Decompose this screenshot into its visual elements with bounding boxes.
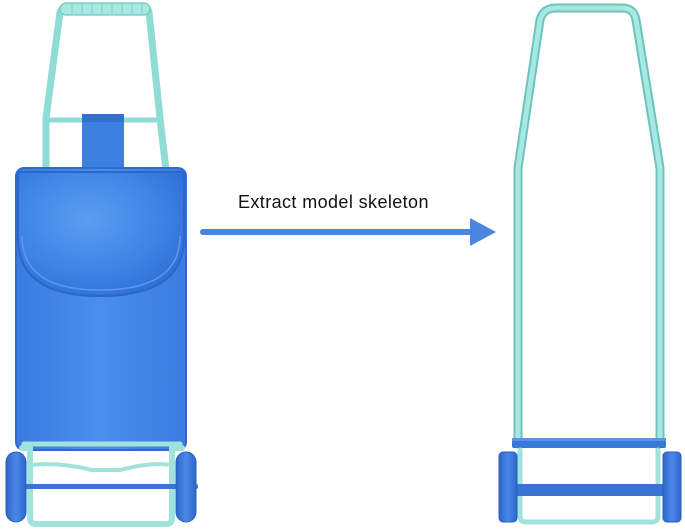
extract-arrow xyxy=(200,218,496,246)
axle xyxy=(10,484,198,489)
skeleton-left-wheel xyxy=(498,451,518,523)
arrow-label: Extract model skeleton xyxy=(238,192,429,212)
bag-strap xyxy=(82,114,124,176)
right-wheel xyxy=(175,451,197,523)
trolley-base-frame xyxy=(19,441,185,527)
handle-grip xyxy=(59,2,151,16)
left-wheel xyxy=(5,451,27,523)
skeleton-axle xyxy=(500,484,680,496)
arrow-head xyxy=(470,218,496,246)
trolley-frame-skeleton xyxy=(498,3,682,525)
trolley-with-bag xyxy=(5,2,198,527)
bag-pocket xyxy=(17,171,185,298)
skeleton-right-wheel xyxy=(662,451,682,523)
